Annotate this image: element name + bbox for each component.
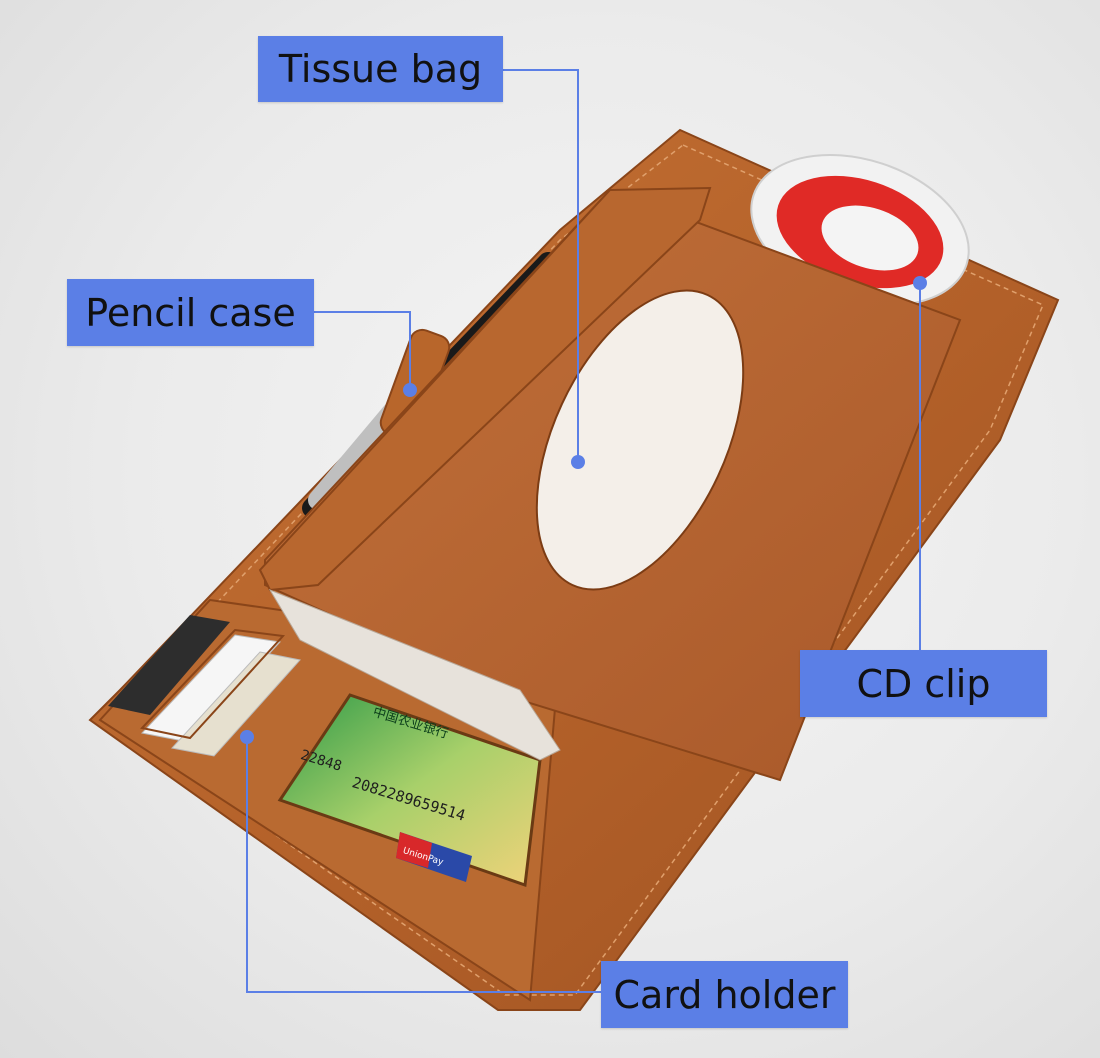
card-marker-dot	[240, 730, 254, 744]
cd-marker-dot	[913, 276, 927, 290]
callout-tissue-bag: Tissue bag	[258, 36, 503, 102]
tissue-flap	[258, 186, 712, 592]
callout-pencil-case-label: Pencil case	[85, 290, 296, 335]
leader-lines	[246, 69, 921, 993]
leader-tissue	[503, 69, 579, 462]
callout-pencil-case: Pencil case	[67, 279, 314, 346]
leader-card	[246, 737, 601, 993]
tissue-opening	[535, 289, 745, 591]
tissue-bag-side	[268, 588, 561, 761]
callout-cd-clip-label: CD clip	[856, 661, 991, 706]
leader-pencil	[314, 311, 411, 390]
pencil-marker-dot	[403, 383, 417, 397]
tissue-marker-dot	[571, 455, 585, 469]
callout-cd-clip: CD clip	[800, 650, 1047, 717]
callout-card-holder-label: Card holder	[613, 972, 836, 1017]
callout-tissue-bag-label: Tissue bag	[278, 47, 483, 91]
card-slots	[108, 615, 301, 757]
bank-card	[277, 693, 542, 888]
callout-card-holder: Card holder	[601, 961, 848, 1028]
